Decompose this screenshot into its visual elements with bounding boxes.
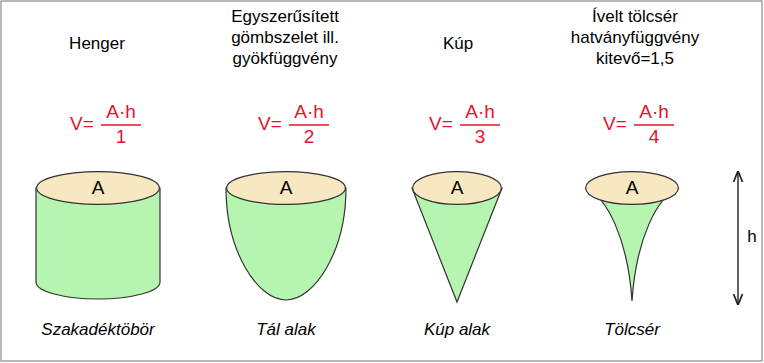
formula-prefix: V= (64, 113, 100, 135)
top-ellipse: A (226, 171, 346, 205)
top-ellipse: A (585, 171, 679, 205)
column-title: Ívelt tölcsér hatványfüggvény kitevő=1,5 (560, 6, 710, 69)
area-label: A (36, 171, 160, 205)
column-title: Kúp (383, 33, 533, 54)
formula-prefix: V= (597, 113, 633, 135)
top-ellipse: A (36, 171, 160, 205)
column-title: Henger (22, 33, 172, 54)
formula-prefix: V= (423, 113, 459, 135)
shape-caption: Szakadéktöbör (18, 319, 178, 340)
formula-numerator: A·h (632, 101, 676, 123)
formula-denominator: 1 (99, 126, 143, 148)
formula-numerator: A·h (458, 101, 502, 123)
shape-caption: Tölcsér (552, 319, 712, 340)
fraction-bars (101, 124, 674, 126)
shape-caption: Tál alak (206, 319, 366, 340)
formula-denominator: 3 (458, 126, 502, 148)
area-label: A (226, 171, 346, 205)
area-label: A (585, 171, 679, 205)
formula-numerator: A·h (287, 101, 331, 123)
height-label: h (745, 226, 759, 247)
area-label: A (412, 171, 502, 205)
formula-denominator: 4 (632, 126, 676, 148)
formula-numerator: A·h (99, 101, 143, 123)
column-title: Egyszerűsített gömbszelet ill. gyökfüggv… (210, 6, 360, 69)
formula-prefix: V= (252, 113, 288, 135)
height-arrow (737, 172, 738, 304)
shape-caption: Kúp alak (377, 319, 537, 340)
top-ellipse: A (412, 171, 502, 205)
cone-body (412, 188, 502, 302)
formula-denominator: 2 (287, 126, 331, 148)
